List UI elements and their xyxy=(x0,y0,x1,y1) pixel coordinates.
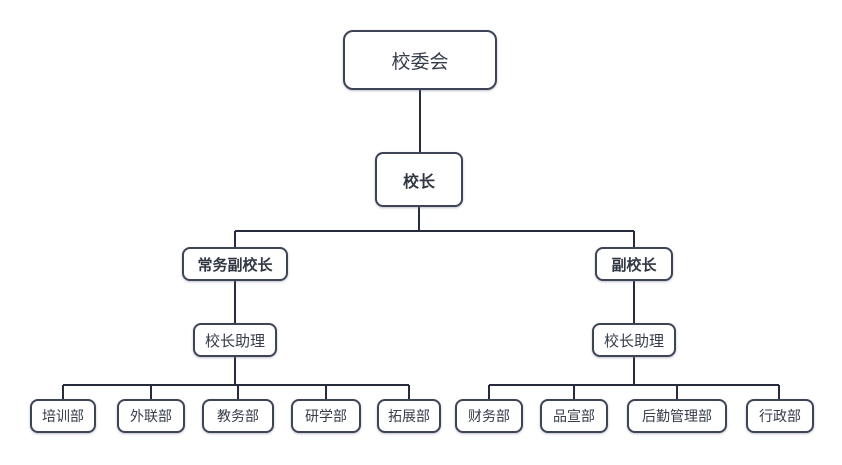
org-node-dept-academic-affairs[interactable]: 教务部 xyxy=(202,399,274,433)
org-node-principal[interactable]: 校长 xyxy=(375,152,463,207)
org-node-dept-finance[interactable]: 财务部 xyxy=(455,399,523,433)
org-node-committee[interactable]: 校委会 xyxy=(343,30,497,90)
org-node-dept-research-study[interactable]: 研学部 xyxy=(291,399,361,433)
org-node-assistant-left[interactable]: 校长助理 xyxy=(193,323,277,357)
edge-vp-assistants xyxy=(234,281,635,323)
org-node-dept-training[interactable]: 培训部 xyxy=(30,399,96,433)
org-node-dept-administration[interactable]: 行政部 xyxy=(746,399,814,433)
edge-left-subtree xyxy=(62,357,410,399)
edge-principal-split xyxy=(234,207,635,247)
org-node-dept-logistics-management[interactable]: 后勤管理部 xyxy=(627,399,727,433)
org-node-assistant-right[interactable]: 校长助理 xyxy=(592,323,676,357)
edge-right-subtree xyxy=(488,357,780,399)
org-node-dept-external-liaison[interactable]: 外联部 xyxy=(117,399,185,433)
org-node-dept-expansion[interactable]: 拓展部 xyxy=(377,399,441,433)
org-node-dept-brand-promotion[interactable]: 品宣部 xyxy=(540,399,608,433)
org-node-executive-vice-principal[interactable]: 常务副校长 xyxy=(182,247,288,281)
org-node-vice-principal[interactable]: 副校长 xyxy=(595,247,673,281)
